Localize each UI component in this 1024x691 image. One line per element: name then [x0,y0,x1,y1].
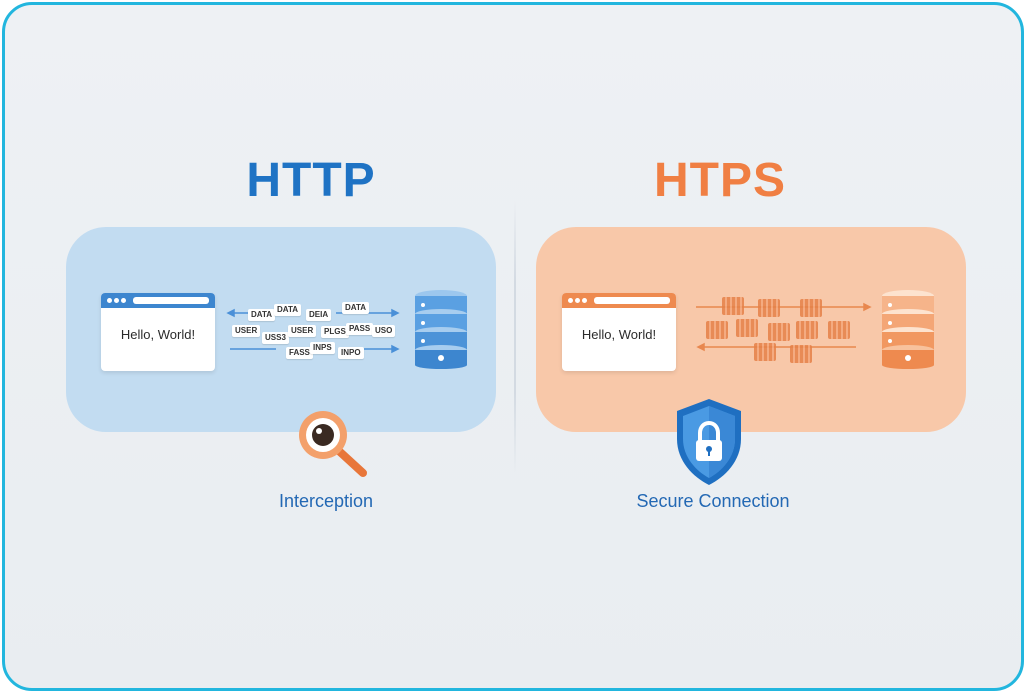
window-dot-icon [114,298,119,303]
window-dot-icon [107,298,112,303]
encrypted-packet [828,321,850,339]
window-dot-icon [575,298,580,303]
browser-title-bar [101,293,215,308]
browser-content-text: Hello, World! [581,327,657,342]
packet-label: DATA [248,309,276,321]
shield-lock-icon [677,399,741,485]
center-divider [514,200,516,475]
plaintext-traffic: DATA DATA DEIA DATA USER USS3 USER PLGS … [226,297,406,367]
encrypted-packet [736,319,758,337]
packet-label: PASS [346,323,374,335]
address-bar [594,297,670,304]
encrypted-packet [722,297,744,315]
encrypted-packet [758,299,780,317]
packet-label: USER [232,325,261,337]
encrypted-packet [768,323,790,341]
server-database-icon [882,290,934,369]
magnifier-icon [299,411,367,477]
https-caption: Secure Connection [636,491,790,511]
encrypted-packet [800,299,822,317]
https-title: HTPS [653,154,786,207]
browser-window: Hello, World! [101,293,215,371]
packet-label: PLGS [321,326,349,338]
encrypted-packet [790,345,812,363]
window-dot-icon [121,298,126,303]
server-database-icon [415,290,467,369]
https-panel: Hello, World! [536,227,966,432]
packet-label: DEIA [306,309,332,321]
http-title: HTTP [246,154,376,207]
packet-label: USO [372,325,396,337]
http-panel: Hello, World! DATA DATA DEIA DATA USER U… [66,227,496,432]
packet-label: DATA [342,302,370,314]
http-caption: Interception [278,491,374,511]
encrypted-packet [754,343,776,361]
packet-label: INPO [338,347,364,359]
window-dot-icon [582,298,587,303]
packet-label: USS3 [262,332,289,344]
browser-title-bar [562,293,676,308]
address-bar [133,297,209,304]
packet-label: DATA [274,304,302,316]
browser-window: Hello, World! [562,293,676,371]
browser-content-text: Hello, World! [120,327,196,342]
window-dot-icon [568,298,573,303]
packet-label: USER [288,325,317,337]
encrypted-traffic [696,297,876,367]
packet-label: INPS [310,342,335,354]
encrypted-packet [796,321,818,339]
encrypted-packet [706,321,728,339]
packet-label: FASS [286,347,313,359]
